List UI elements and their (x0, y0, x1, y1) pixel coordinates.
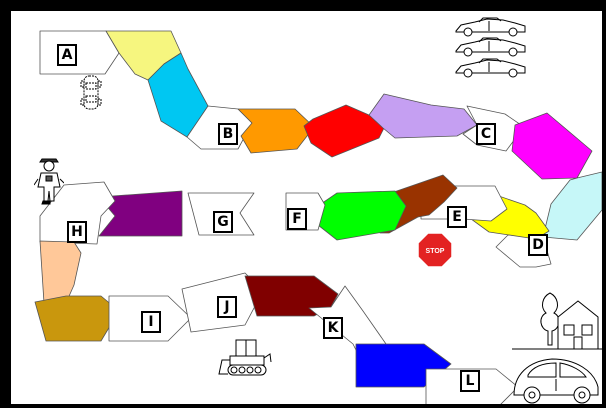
space-label-h: H (67, 221, 87, 243)
color-space (98, 190, 183, 237)
color-space (542, 171, 602, 241)
space-label-g: G (213, 211, 233, 233)
bulldozer-icon (218, 339, 272, 376)
stop-sign-label: STOP (426, 248, 445, 255)
space-label-c: C (476, 123, 496, 145)
color-space (511, 112, 593, 180)
space-label-l: L (460, 370, 480, 392)
color-space (237, 108, 315, 154)
space-label-f: F (287, 208, 307, 230)
space-label-a: A (57, 44, 77, 66)
space-label-b: B (218, 123, 238, 145)
color-space (317, 190, 407, 241)
police-officer-icon (34, 158, 64, 205)
color-space (39, 240, 82, 304)
stacked-sports-cars-icon (455, 17, 526, 78)
space-label-j: J (217, 296, 237, 318)
house-and-beetle-car-icon (512, 292, 602, 404)
stop-sign-icon: STOP (417, 232, 453, 268)
space-label-i: I (141, 311, 161, 333)
color-space (368, 93, 478, 139)
parked-car-top-view-icon (80, 75, 102, 110)
color-space (34, 295, 120, 342)
letter-space (39, 30, 120, 75)
space-label-e: E (447, 206, 467, 228)
space-label-d: D (528, 234, 548, 256)
color-space (147, 52, 209, 138)
space-label-k: K (323, 317, 343, 339)
